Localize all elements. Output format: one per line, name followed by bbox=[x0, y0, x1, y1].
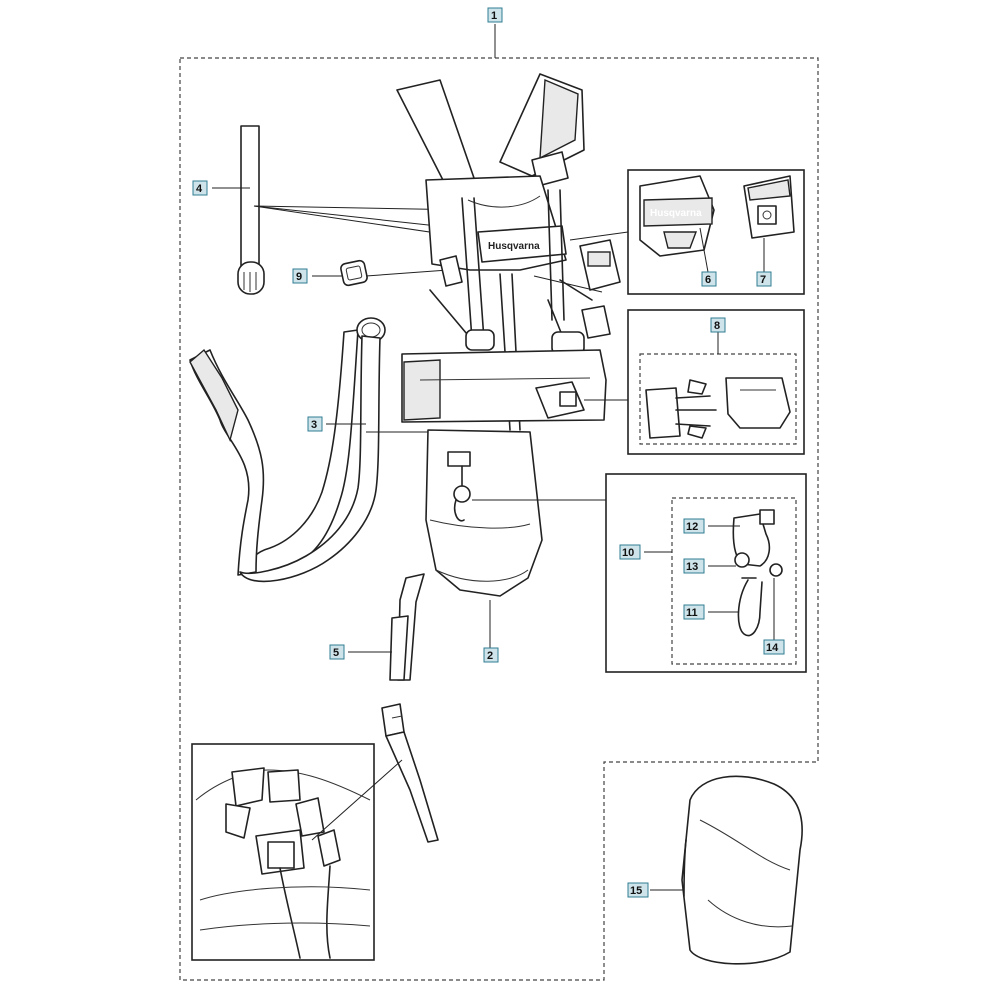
svg-text:4: 4 bbox=[196, 183, 203, 195]
part-3-hose bbox=[189, 317, 386, 583]
callout-4: 4 bbox=[192, 180, 208, 196]
detail-box-10-inner bbox=[671, 497, 797, 665]
detail-box-10 bbox=[605, 473, 807, 673]
svg-text:3: 3 bbox=[311, 419, 317, 431]
part-5-strap bbox=[381, 573, 439, 843]
detail-box-8 bbox=[627, 309, 805, 455]
harness-logo: Husqvarna bbox=[488, 241, 540, 252]
routing-detail bbox=[195, 767, 371, 959]
callout-12: 12 bbox=[683, 518, 705, 534]
callout-6: 6 bbox=[701, 271, 717, 287]
svg-text:10: 10 bbox=[622, 547, 634, 559]
callout-15: 15 bbox=[627, 882, 649, 898]
harness-main: Husqvarna bbox=[396, 73, 621, 597]
assembly-boundary bbox=[179, 57, 819, 981]
svg-text:9: 9 bbox=[296, 271, 302, 283]
svg-text:14: 14 bbox=[766, 642, 779, 654]
callout-1: 1 bbox=[487, 7, 503, 23]
callout-11: 11 bbox=[683, 604, 705, 620]
part-7-cover bbox=[743, 175, 795, 239]
svg-text:6: 6 bbox=[705, 274, 711, 286]
callout-13: 13 bbox=[683, 558, 705, 574]
svg-text:2: 2 bbox=[487, 650, 493, 662]
detail-box-routing bbox=[191, 743, 375, 961]
svg-text:13: 13 bbox=[686, 561, 698, 573]
part-4-tube bbox=[237, 125, 265, 295]
callout-7: 7 bbox=[756, 271, 772, 287]
part-8-buckle-female bbox=[725, 377, 791, 429]
svg-text:1: 1 bbox=[491, 10, 497, 22]
svg-text:5: 5 bbox=[333, 647, 339, 659]
callout-2: 2 bbox=[483, 647, 499, 663]
svg-text:12: 12 bbox=[686, 521, 698, 533]
callout-5: 5 bbox=[329, 644, 345, 660]
svg-text:11: 11 bbox=[686, 607, 698, 619]
callout-9: 9 bbox=[292, 268, 308, 284]
callout-3: 3 bbox=[307, 416, 323, 432]
hook-assembly bbox=[732, 509, 783, 637]
svg-text:7: 7 bbox=[760, 274, 766, 286]
part-6-logo: Husqvarna bbox=[650, 208, 702, 219]
part-9-buckle bbox=[340, 259, 368, 287]
svg-text:8: 8 bbox=[714, 320, 720, 332]
part-8-buckle-male bbox=[645, 379, 717, 439]
part-6-back-plate: Husqvarna bbox=[639, 175, 715, 257]
callout-8: 8 bbox=[710, 317, 726, 333]
part-15-bag bbox=[681, 775, 803, 965]
callout-10: 10 bbox=[619, 544, 641, 560]
svg-text:15: 15 bbox=[630, 885, 642, 897]
callout-14: 14 bbox=[763, 639, 785, 655]
